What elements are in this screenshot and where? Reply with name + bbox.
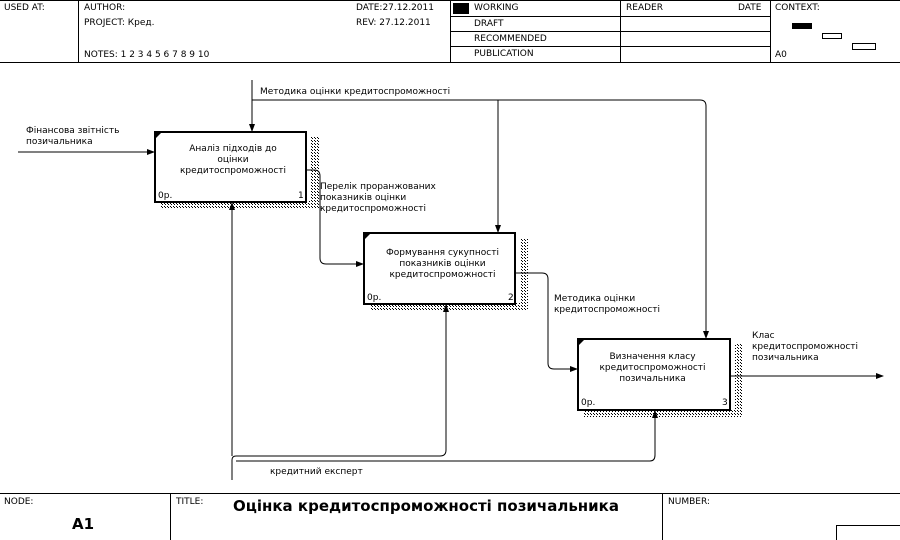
author-label: AUTHOR: [84, 3, 126, 13]
arrow-label-output-1: Перелік проранжованих показників оцінки … [320, 182, 436, 214]
box-3-label: Визначення класу кредитоспроможності поз… [599, 352, 706, 384]
box-1-label: Аналіз підходів до оцінки кредитоспромож… [179, 144, 287, 176]
arrow-label-output-3: Клас кредитоспроможності позичальника [752, 331, 859, 363]
box-2-shadow [370, 303, 528, 311]
working-marker [453, 3, 469, 14]
box-3-shadow [735, 344, 743, 417]
box-1-ref: 0р. [158, 191, 173, 201]
box-2-shadow [520, 238, 528, 311]
status-working: WORKING [474, 3, 519, 13]
box-2-corner [364, 233, 371, 240]
arrow-mechanism[interactable] [231, 304, 449, 480]
box-2-ref: 0р. [367, 293, 382, 303]
arrow-label-output-2: Методика оцінки кредитоспроможності [554, 294, 661, 315]
date-label: DATE:27.12.2011 [356, 3, 434, 13]
rev-label: REV: 27.12.2011 [356, 18, 431, 28]
box-3-number: 3 [722, 398, 728, 408]
box-3-frame[interactable] [577, 338, 731, 411]
node-value: A1 [72, 515, 95, 533]
status-publication: PUBLICATION [474, 49, 534, 59]
page-title: Оцінка кредитоспроможності позичальника [233, 497, 619, 515]
box-2-label: Формування сукупності показників оцінки … [386, 248, 499, 280]
arrow-output-2[interactable] [515, 272, 578, 372]
status-recommended: RECOMMENDED [474, 34, 547, 44]
arrow-label-input-1: Фінансова звітність позичальника [26, 126, 120, 147]
arrow-output-1[interactable] [306, 169, 364, 267]
node-label: NODE: [4, 497, 34, 507]
box-2-number: 2 [508, 293, 514, 303]
context-label: CONTEXT: [775, 3, 820, 13]
box-1-frame[interactable] [154, 131, 307, 203]
status-draft: DRAFT [474, 19, 504, 29]
box-3-shadow [584, 409, 743, 417]
box-1-number: 1 [298, 191, 304, 201]
title-label: TITLE: [176, 497, 204, 507]
box-1-shadow [311, 137, 319, 209]
reader-label: READER [626, 3, 663, 13]
number-label: NUMBER: [668, 497, 710, 507]
arrow-label-control-top: Методика оцінки кредитоспроможності [260, 87, 451, 97]
project-label: PROJECT: Кред. [84, 18, 155, 28]
notes-label: NOTES: 1 2 3 4 5 6 7 8 9 10 [84, 50, 210, 60]
box-2-frame[interactable] [363, 232, 516, 305]
used-at-label: USED AT: [4, 3, 45, 13]
arrow-mechanism-box3[interactable] [236, 410, 658, 462]
box-3-corner [578, 339, 585, 346]
box-1-shadow [161, 201, 319, 209]
arrow-label-mechanism: кредитний експерт [270, 467, 363, 477]
box-1-corner [155, 132, 162, 139]
box-3-ref: 0р. [581, 398, 596, 408]
context-node: A0 [775, 50, 787, 60]
reader-date-label: DATE [738, 3, 762, 13]
arrow-control-branch[interactable] [252, 99, 709, 339]
